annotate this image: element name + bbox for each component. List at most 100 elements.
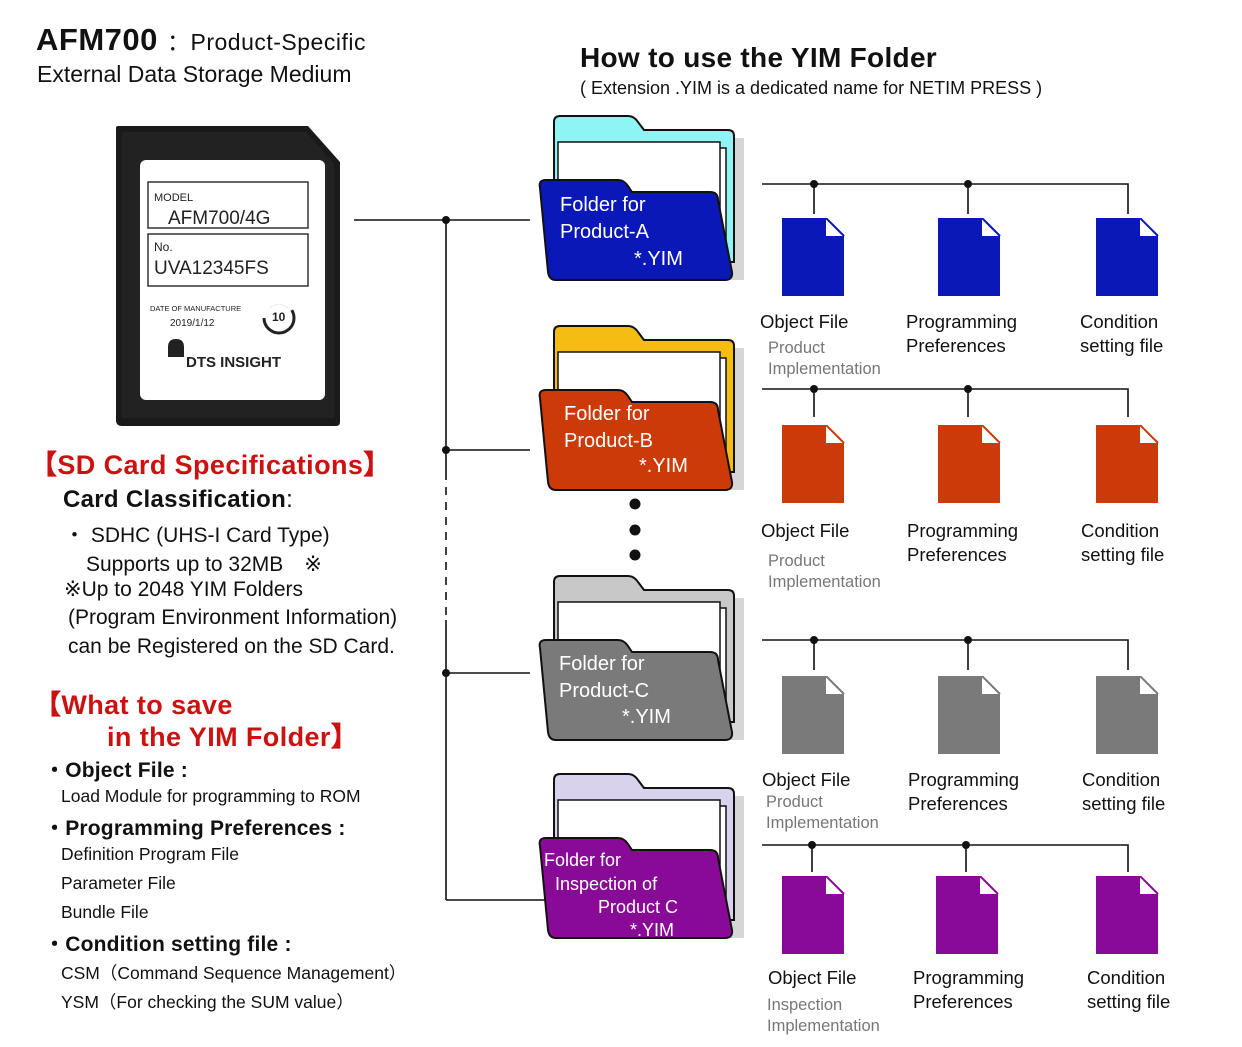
sd-date-label: DATE OF MANUFACTURE [150, 304, 242, 313]
save-item: Bundle File [61, 902, 149, 922]
folder-shape [538, 837, 734, 939]
file-label-programming: Programming [907, 520, 1019, 541]
specs-heading: 【SD Card Specifications】 [30, 450, 391, 480]
save-item: CSM（Command Sequence Management） [61, 963, 407, 983]
document-icon [938, 675, 1001, 754]
file-icon[interactable] [938, 675, 1002, 761]
file-icon[interactable] [938, 424, 1002, 510]
file-label-programming: Preferences [913, 991, 1013, 1012]
spec-line: (Program Environment Information) [68, 606, 398, 629]
document-icon [938, 424, 1001, 503]
save-heading-line2: in the YIM Folder】 [107, 722, 359, 752]
document-icon [1096, 875, 1159, 954]
file-icon[interactable] [1096, 675, 1160, 761]
folder-inspection-c[interactable]: Folder for Inspection of Product C *.YIM [536, 770, 751, 950]
spec-line: ※Up to 2048 YIM Folders [64, 578, 303, 601]
classification-label: Card Classification [63, 486, 287, 513]
spec-line: Supports up to 32MB ※ [86, 553, 322, 576]
sd-card-label: MODEL AFM700/4G No. UVA12345FS DATE OF M… [112, 122, 342, 427]
save-group-title: ・Object File : [44, 759, 188, 782]
document-icon [782, 675, 845, 754]
file-label-programming: Preferences [907, 544, 1007, 565]
file-label-object: Object File [761, 520, 850, 541]
file-label-condition: setting file [1081, 544, 1165, 565]
sd-model-value: AFM700/4G [168, 208, 271, 229]
file-label-condition: Condition [1087, 967, 1166, 988]
file-note: Product [768, 552, 825, 570]
folder-icon [538, 773, 744, 939]
file-note: Implementation [768, 573, 881, 591]
folder-label: *.YIM [634, 248, 683, 270]
file-label-object: Object File [760, 311, 849, 332]
classification-colon: : [286, 486, 294, 513]
save-item: YSM（For checking the SUM value） [61, 992, 354, 1012]
file-label-condition: setting file [1087, 991, 1171, 1012]
save-item: Parameter File [61, 873, 176, 893]
sd-no-value: UVA12345FS [154, 258, 269, 279]
document-icon [782, 217, 845, 296]
file-label-condition: Condition [1080, 311, 1159, 332]
folder-label: *.YIM [630, 920, 675, 940]
folder-label: Folder for [560, 194, 646, 216]
file-icon[interactable] [782, 675, 846, 761]
file-label-condition: setting file [1080, 335, 1164, 356]
folder-product-b[interactable]: Folder for Product-B *.YIM [536, 322, 751, 497]
folder-label: Inspection of [555, 874, 658, 894]
file-icon[interactable] [1096, 217, 1160, 303]
spec-line: can be Registered on the SD Card. [68, 635, 395, 658]
folder-icon [538, 115, 744, 281]
model-name: AFM700 [36, 22, 158, 57]
speed-class-icon: 10 [272, 310, 286, 324]
sd-date-value: 2019/1/12 [170, 318, 215, 329]
file-label-programming: Programming [913, 967, 1025, 988]
file-note: Product [768, 339, 825, 357]
sd-card-image [116, 126, 340, 426]
file-icon[interactable] [782, 217, 846, 303]
spec-line: ・ SDHC (UHS-I Card Type) [64, 524, 330, 547]
file-label-object: Object File [768, 967, 857, 988]
folder-shape [538, 179, 734, 281]
file-label-condition: setting file [1082, 793, 1166, 814]
document-icon [1096, 675, 1159, 754]
file-note: Product [766, 793, 823, 811]
file-icon[interactable] [938, 217, 1002, 303]
folder-product-a[interactable]: Folder for Product-A *.YIM [536, 112, 751, 287]
save-group-title: ・Programming Preferences : [44, 817, 346, 840]
save-heading-line1: 【What to save [34, 690, 233, 720]
file-note: Implementation [766, 814, 879, 832]
file-icon[interactable] [1096, 875, 1160, 961]
sd-no-label: No. [154, 240, 173, 254]
document-icon [782, 424, 845, 503]
folder-label: Folder for [559, 653, 645, 675]
save-item: Definition Program File [61, 844, 239, 864]
product-subtitle: External Data Storage Medium [37, 61, 352, 87]
folder-label: Product-A [560, 221, 649, 243]
folder-label: Product-C [559, 680, 650, 702]
document-icon [782, 875, 845, 954]
folder-shape [538, 639, 734, 741]
document-icon [936, 875, 999, 954]
file-note: Inspection [767, 996, 843, 1014]
file-label-object: Object File [762, 769, 851, 790]
folder-icon [538, 325, 744, 491]
folder-label: *.YIM [639, 455, 688, 477]
file-icon[interactable] [936, 875, 1000, 961]
folder-icon [538, 575, 744, 741]
file-label-condition: Condition [1082, 769, 1161, 790]
sd-brand: DTS INSIGHT [186, 354, 282, 371]
file-icon[interactable] [782, 424, 846, 510]
file-icon[interactable] [782, 875, 846, 961]
folder-product-c[interactable]: Folder for Product-C *.YIM [536, 572, 751, 747]
folder-label: Folder for [564, 403, 650, 425]
document-icon [938, 217, 1001, 296]
folder-shape [538, 389, 734, 491]
file-icon[interactable] [1096, 424, 1160, 510]
folder-label: Folder for [544, 850, 622, 870]
sd-model-label: MODEL [154, 192, 194, 204]
folder-label: Product-B [564, 430, 653, 452]
file-label-condition: Condition [1081, 520, 1160, 541]
file-label-programming: Programming [908, 769, 1020, 790]
file-note: Implementation [767, 1017, 880, 1035]
title-suffix: ：Product-Specific [167, 29, 366, 55]
